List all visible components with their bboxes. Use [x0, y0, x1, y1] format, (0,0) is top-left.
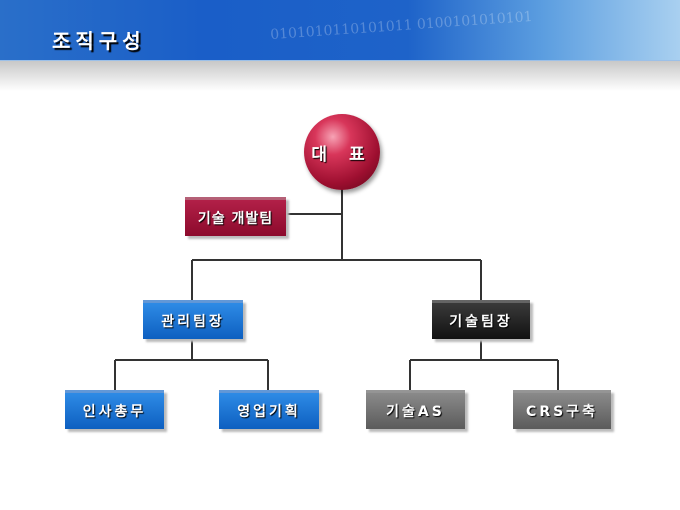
tech-manager-node: 기술팀장	[432, 300, 530, 339]
dev-team-node: 기술 개발팀	[185, 197, 286, 236]
ceo-node: 대 표	[304, 114, 380, 190]
admin-manager-node: 관리팀장	[143, 300, 243, 339]
hr-general-node: 인사총무	[65, 390, 164, 429]
sales-planning-node: 영업기획	[219, 390, 319, 429]
header-shadow	[0, 61, 680, 91]
page-title: 조직구성	[52, 29, 146, 53]
crs-build-node: CRS구축	[513, 390, 611, 429]
tech-as-node: 기술AS	[366, 390, 465, 429]
header-banner: 0101010110101011 0100101010101 조직구성	[0, 0, 680, 61]
